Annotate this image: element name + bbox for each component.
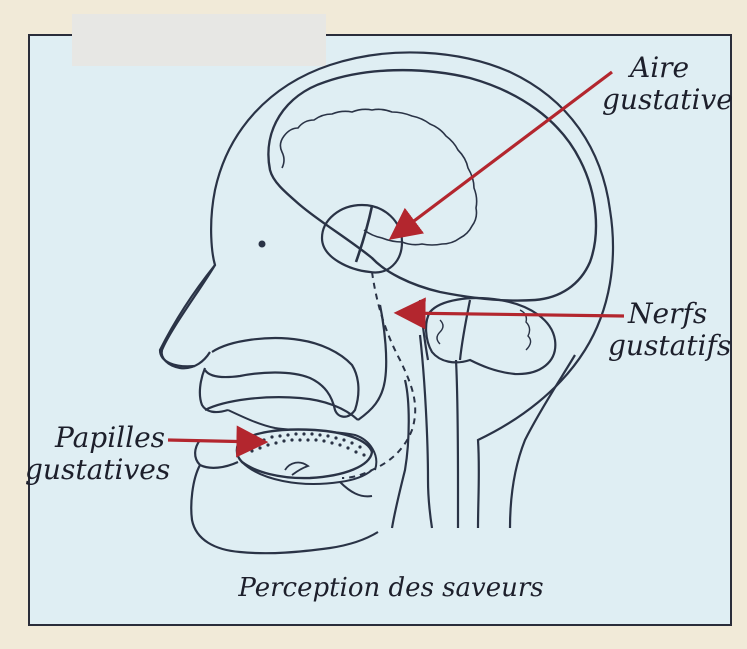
spine-front — [456, 360, 458, 528]
arrow-aire-gustative — [394, 72, 612, 236]
taste-area-region — [322, 205, 402, 272]
label-papilles-gustatives: Papilles gustatives — [55, 422, 170, 486]
cerebrum-gyri — [280, 109, 476, 245]
neck-back — [510, 355, 575, 528]
face-profile — [162, 265, 215, 368]
arrow-papilles-gustatives — [168, 440, 262, 442]
lower-lip — [195, 440, 238, 468]
cerebellum — [426, 298, 555, 374]
label-aire-line2: gustative — [602, 84, 733, 116]
brain-stem — [420, 300, 470, 360]
pharynx-right — [392, 380, 409, 528]
tongue — [237, 430, 372, 479]
label-papilles-line1: Papilles — [55, 422, 170, 454]
esophagus — [420, 335, 432, 528]
label-aire-gustative: Aire gustative — [630, 52, 733, 116]
pharynx-left — [358, 305, 386, 420]
label-papilles-line2: gustatives — [25, 454, 170, 486]
label-nerfs-line1: Nerfs — [628, 298, 731, 330]
label-aire-line1: Aire — [630, 52, 733, 84]
label-nerfs-line2: gustatifs — [608, 330, 731, 362]
diagram-caption: Perception des saveurs — [0, 573, 747, 603]
arrow-nerfs-gustatifs — [400, 313, 624, 316]
label-nerfs-gustatifs: Nerfs gustatifs — [628, 298, 731, 362]
eye — [259, 241, 266, 248]
cerebrum — [268, 70, 596, 300]
throat-tissue — [340, 482, 372, 496]
